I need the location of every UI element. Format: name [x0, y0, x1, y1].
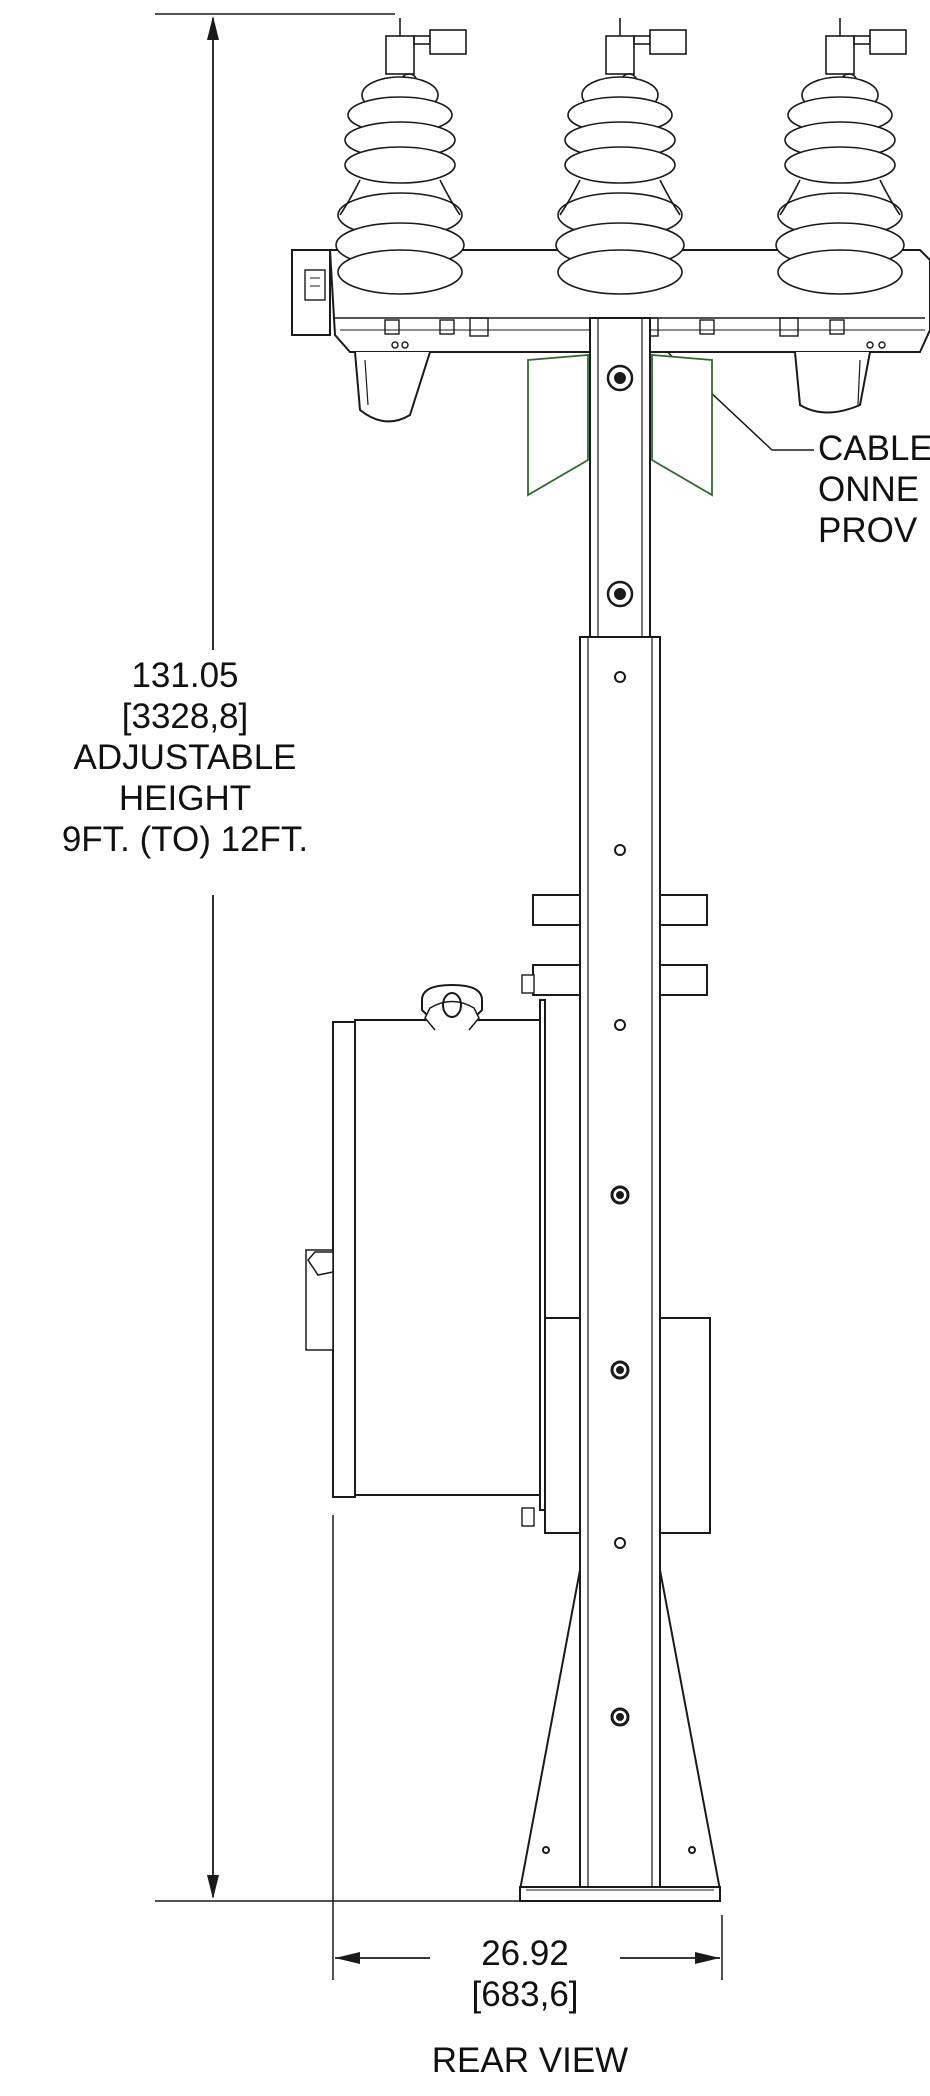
bushing-1 [335, 18, 467, 295]
control-cabinet [305, 974, 546, 1527]
callout-line-3: PROV [818, 511, 918, 550]
upper-mast [589, 317, 651, 641]
callout-line-2: ONNE [818, 470, 920, 509]
mounting-bracket [527, 354, 713, 497]
callout-line-1: CABLE [818, 429, 930, 468]
bushing-3 [775, 18, 907, 295]
height-text: HEIGHT [118, 779, 252, 818]
lifting-eye-icon [442, 992, 462, 1018]
arrowhead-top-icon [207, 16, 219, 40]
callout-label: CABLE ONNE PROV [818, 428, 930, 551]
cabinet-handle-icon [307, 1251, 334, 1276]
height-value-mm: [3328,8] [121, 697, 249, 736]
arrowhead-right-icon [695, 1952, 720, 1964]
width-dimension-line [332, 1515, 723, 1980]
adjustment-holes [610, 671, 630, 1727]
width-dimension-label: 26.92 [683,6] [425, 1933, 625, 2015]
view-title: REAR VIEW [431, 2041, 629, 2080]
height-value-inches: 131.05 [131, 656, 239, 695]
height-dimension-line [155, 13, 522, 1902]
width-value-mm: [683,6] [471, 1975, 579, 2014]
arrowhead-left-icon [335, 1952, 360, 1964]
width-value-inches: 26.92 [481, 1934, 569, 1973]
lower-mast [532, 636, 711, 1888]
bushing-2 [555, 18, 687, 295]
arrowhead-bottom-icon [207, 1875, 219, 1899]
base-plate [518, 1569, 722, 1902]
height-dimension-label: 131.05 [3328,8] ADJUSTABLE HEIGHT 9FT. (… [20, 655, 350, 860]
height-adjustable-text: ADJUSTABLE [73, 738, 297, 777]
height-range-text: 9FT. (TO) 12FT. [61, 820, 309, 859]
